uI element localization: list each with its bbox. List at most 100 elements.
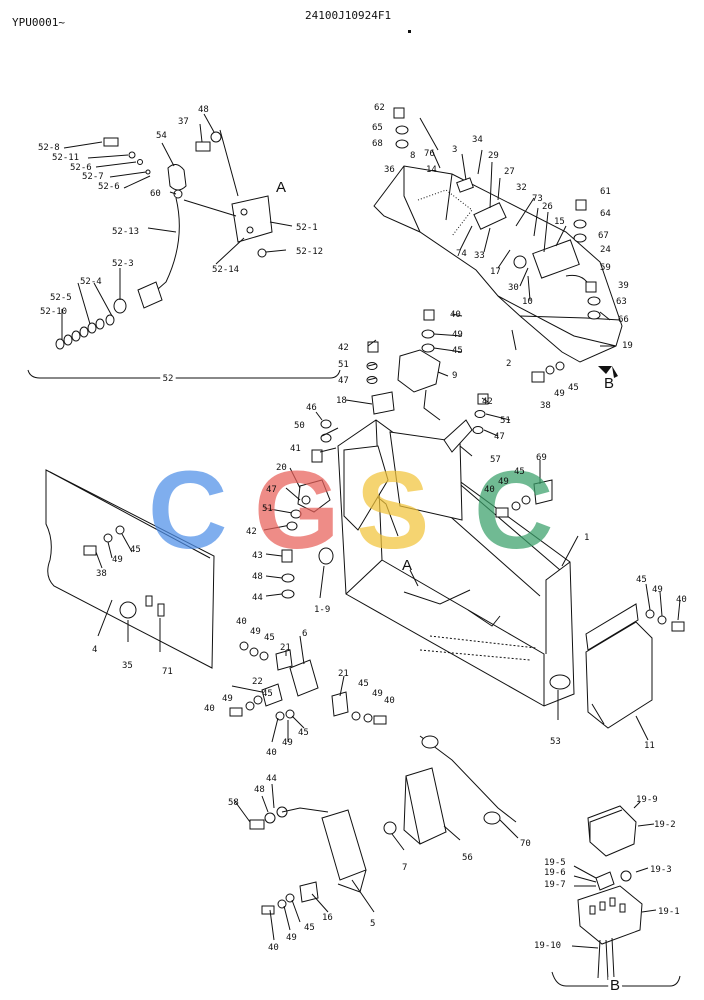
part-number-label: 4 xyxy=(92,645,97,655)
part-number-label: 14 xyxy=(426,165,437,175)
part-number-label: 19-3 xyxy=(650,865,672,875)
washer-47-right xyxy=(472,426,484,434)
controller-assembly xyxy=(585,583,685,741)
lever-bracket xyxy=(231,195,273,243)
bracket-6 xyxy=(289,659,319,697)
part-number-label: 30 xyxy=(508,283,519,293)
part-number-label: 51 xyxy=(500,416,511,426)
part-number-label: 40 xyxy=(484,485,495,495)
part-number-label: 43 xyxy=(252,551,263,561)
part-number-label: 1-9 xyxy=(314,605,330,615)
washer-49-16 xyxy=(277,899,287,909)
friction-washer-stack xyxy=(55,298,127,350)
bolt-40-11 xyxy=(671,621,685,632)
part-number-label: 48 xyxy=(198,105,209,115)
part-number-label: 8 xyxy=(410,151,415,161)
frame-gusset xyxy=(389,431,463,521)
connector-70a xyxy=(421,735,439,749)
watermark-letter: C xyxy=(474,449,553,572)
part-number-label: 70 xyxy=(520,839,531,849)
part-number-callouts: 48375452-852-1152-652-752-66052-152-1352… xyxy=(38,103,687,953)
speck xyxy=(408,30,411,33)
leader-lines-52 xyxy=(61,113,293,340)
washer-45-panel xyxy=(115,525,125,535)
part-number-label: 57 xyxy=(490,455,501,465)
washer-65 xyxy=(395,125,409,135)
watermark-letter: G xyxy=(254,449,340,572)
part-number-label: 38 xyxy=(96,569,107,579)
switch-20-knob xyxy=(301,495,311,505)
washer-49-top xyxy=(421,329,435,339)
part-number-label: 59 xyxy=(600,263,611,273)
part-number-label: 33 xyxy=(474,251,485,261)
part-number-label: 18 xyxy=(336,396,347,406)
group-52-label: 52 xyxy=(163,374,174,384)
part-number-label: 40 xyxy=(268,943,279,953)
side-panel-assembly xyxy=(45,469,215,669)
detail-b-bracket xyxy=(551,971,681,987)
part-number-label: 68 xyxy=(372,139,383,149)
bolt-42 xyxy=(367,341,379,353)
bolt-37 xyxy=(195,141,211,152)
part-number-label: 19-5 xyxy=(544,858,566,868)
bracket-assembly-6 xyxy=(229,635,387,743)
part-number-label: 34 xyxy=(472,135,483,145)
frame-hidden-lines xyxy=(419,635,537,661)
part-number-label: 52-12 xyxy=(296,247,323,257)
grommet-1-9 xyxy=(318,547,334,565)
part-number-label: 53 xyxy=(550,737,561,747)
part-number-label: 19 xyxy=(622,341,633,351)
bracket-hole xyxy=(240,208,248,216)
part-number-label: 60 xyxy=(150,189,161,199)
part-number-label: 66 xyxy=(618,315,629,325)
part-number-label: 40 xyxy=(450,310,461,320)
part-number-label: 56 xyxy=(462,853,473,863)
bolt-40-69 xyxy=(495,507,509,518)
part-number-label: 50 xyxy=(294,421,305,431)
label-71 xyxy=(157,603,165,617)
part-number-label: 19-2 xyxy=(654,820,676,830)
washer-66 xyxy=(587,310,601,320)
part-number-label: 19-1 xyxy=(658,907,680,917)
part-number-label: 42 xyxy=(246,527,257,537)
washer-48 xyxy=(210,131,222,143)
bolt-41 xyxy=(311,449,323,463)
pin-52-7 xyxy=(145,169,151,175)
fasteners-6 xyxy=(229,641,387,725)
part-number-label: 48 xyxy=(252,572,263,582)
fuse-wires-19-10 xyxy=(597,937,615,981)
part-number-label: 52-5 xyxy=(50,293,72,303)
console-frame-assembly: B xyxy=(373,107,623,392)
bolt-62 xyxy=(393,107,405,119)
detail-b-fusebox: B xyxy=(551,801,681,997)
part-number-label: 19-10 xyxy=(534,941,561,951)
view-b-arrow-icon xyxy=(598,366,618,378)
controller-edges xyxy=(585,603,639,725)
part-number-label: 38 xyxy=(540,401,551,411)
part-number-label: 41 xyxy=(290,444,301,454)
washer-45-top xyxy=(421,343,435,353)
washer-45-11 xyxy=(645,609,655,619)
part-number-label: 52-10 xyxy=(40,307,67,317)
part-number-label: 1 xyxy=(584,533,589,543)
part-number-label: 52-7 xyxy=(82,172,104,182)
part-number-label: 44 xyxy=(252,593,263,603)
part-number-label: 22 xyxy=(252,677,263,687)
part-number-label: 52-14 xyxy=(212,265,239,275)
washer-52-11 xyxy=(128,151,136,159)
part-number-label: 15 xyxy=(554,217,565,227)
washer-48 xyxy=(281,573,295,583)
washer-52-6 xyxy=(137,159,143,165)
part-number-label: 52-8 xyxy=(38,143,60,153)
connector-70b xyxy=(483,811,501,825)
fuse-terminals xyxy=(589,897,626,915)
side-panel-edge xyxy=(49,471,211,559)
part-number-label: 52-1 xyxy=(296,223,318,233)
washer-51-right xyxy=(474,410,486,418)
part-number-label: 76 xyxy=(424,149,435,159)
part-number-label: 51 xyxy=(338,360,349,370)
bracket-16 xyxy=(299,881,319,903)
part-number-label: 49 xyxy=(498,477,509,487)
